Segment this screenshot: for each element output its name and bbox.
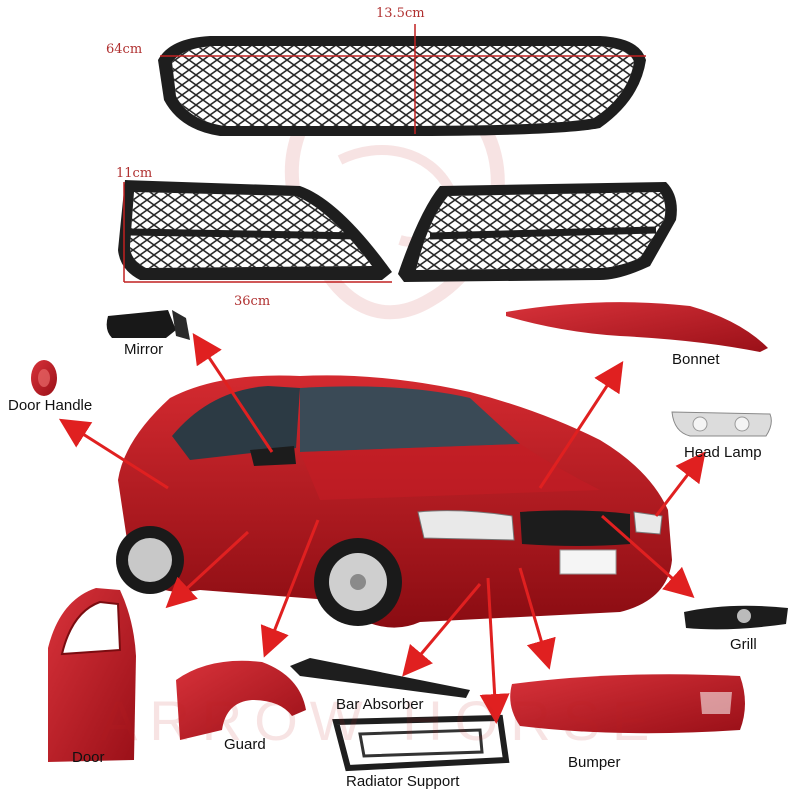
lower-grille-center [158, 24, 646, 136]
car-illustration [116, 375, 672, 628]
label-head-lamp: Head Lamp [684, 444, 762, 461]
label-door: Door [72, 749, 105, 766]
label-door-handle: Door Handle [8, 397, 93, 414]
dimension-length-top: 64cm [106, 42, 143, 57]
bonnet-part [506, 302, 768, 352]
label-grill: Grill [730, 636, 757, 653]
head-lamp-part [671, 411, 772, 437]
door-handle-part [31, 360, 57, 396]
mirror-part [106, 310, 190, 340]
lower-grille-left [118, 180, 392, 283]
lower-grille-right [398, 182, 677, 282]
dimension-width-top: 13.5cm [376, 6, 425, 21]
door-part [48, 588, 136, 762]
bar-absorber-part [290, 658, 470, 698]
label-bar-absorber: Bar Absorber [336, 696, 424, 713]
radiator-support-part [332, 714, 510, 772]
dimension-length-side: 36cm [234, 294, 271, 309]
dimension-height-side: 11cm [116, 166, 153, 181]
label-guard: Guard [224, 736, 266, 753]
label-bumper: Bumper [568, 754, 621, 771]
guard-part [176, 660, 306, 740]
label-bonnet: Bonnet [672, 351, 720, 368]
label-radiator-support: Radiator Support [346, 773, 460, 790]
callout-arrows [58, 333, 706, 724]
watermark-text: ARROW HORSE [100, 689, 661, 752]
front-grill-part [684, 605, 788, 630]
bumper-part [510, 674, 745, 734]
label-mirror: Mirror [124, 341, 164, 358]
